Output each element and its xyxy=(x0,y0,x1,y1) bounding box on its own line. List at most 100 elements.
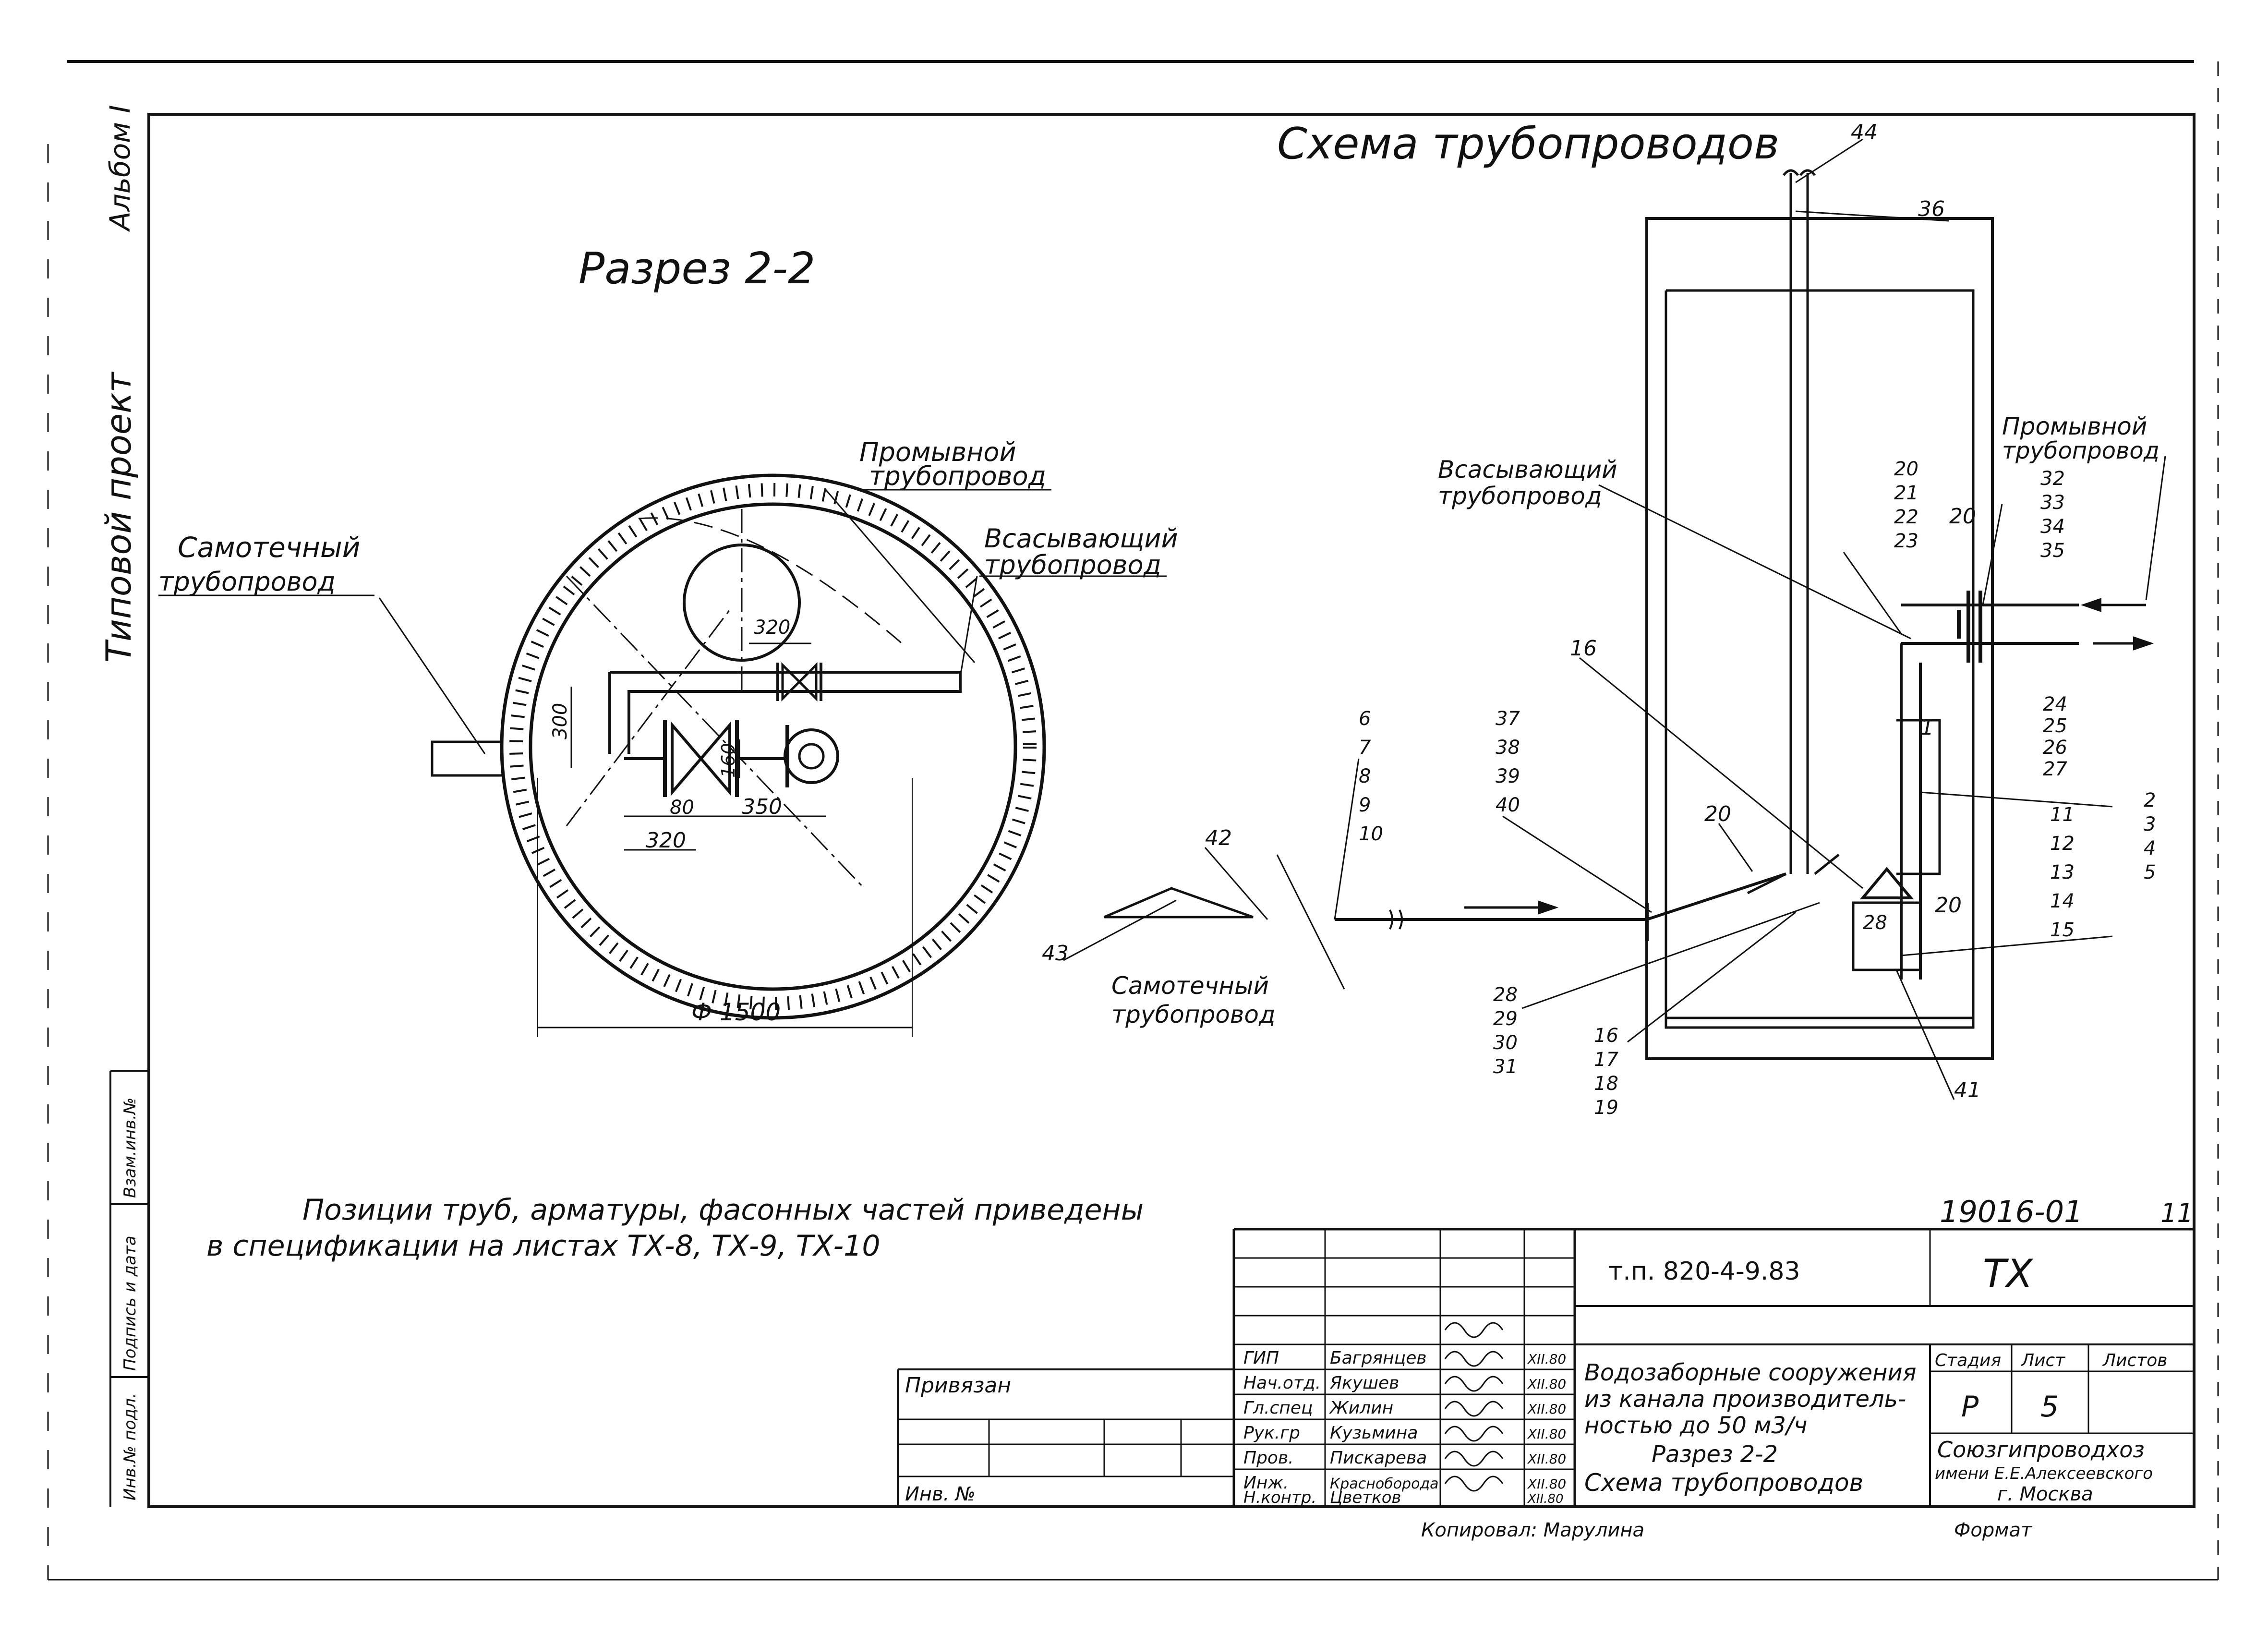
corner-sheet-number: 11 xyxy=(2160,1198,2194,1228)
role-engineer: Инж. xyxy=(1243,1473,1289,1493)
role-group-lead: Рук.гр xyxy=(1243,1423,1300,1443)
pos-14: 14 xyxy=(2050,890,2075,912)
dim-160: 160 xyxy=(718,743,739,778)
pos-27: 27 xyxy=(2043,758,2067,780)
scheme-flush-label-1: Промывной xyxy=(2002,412,2147,440)
name-3: Жилин xyxy=(1329,1398,1393,1418)
stage-value: Р xyxy=(1961,1390,1979,1424)
roles-column: ГИП Нач.отд. Гл.спец Рук.гр Пров. Инж. Н… xyxy=(1243,1348,1321,1507)
pos-7: 7 xyxy=(1359,737,1371,759)
date-4: XII.80 xyxy=(1527,1426,1566,1442)
pos-9: 9 xyxy=(1359,794,1371,816)
pos-42: 42 xyxy=(1205,826,1232,850)
pos-20a: 20 xyxy=(1704,802,1731,826)
format-label: Формат xyxy=(1954,1519,2033,1541)
scheme-suction-label-1: Всасывающий xyxy=(1438,456,1617,484)
pos-15: 15 xyxy=(2050,919,2075,941)
pos-2: 2 xyxy=(2144,789,2156,811)
org-name-3: г. Москва xyxy=(1997,1483,2093,1505)
section-gravity-label-1: Самотечный xyxy=(178,531,360,564)
pos-33: 33 xyxy=(2040,492,2065,514)
role-chief-spec: Гл.спец xyxy=(1243,1398,1313,1418)
date-2: XII.80 xyxy=(1527,1376,1566,1392)
section-gravity-label-2: трубопровод xyxy=(158,567,336,597)
name-4: Кузьмина xyxy=(1330,1423,1418,1443)
object-title-3: ностью до 50 м3/ч xyxy=(1584,1412,1807,1439)
sheet-subtitle-1: Разрез 2-2 xyxy=(1652,1441,1778,1468)
pos-20b: 20 xyxy=(1949,504,1976,529)
pos-32: 32 xyxy=(2040,468,2065,490)
inv-label: Инв. № xyxy=(905,1483,976,1505)
side-box-replace-label: Взам.инв.№ xyxy=(121,1098,140,1198)
scheme-gravity-label-2: трубопровод xyxy=(1111,1001,1276,1028)
pos-23: 23 xyxy=(1894,530,1918,552)
note-line-2: в спецификации на листах ТХ-8, ТХ-9, ТХ-… xyxy=(206,1229,881,1263)
object-title-1: Водозаборные сооружения xyxy=(1584,1359,1917,1386)
scheme-title: Схема трубопроводов xyxy=(1277,119,1779,169)
pos-28: 28 xyxy=(1863,912,1887,934)
pos-3: 3 xyxy=(2144,813,2156,835)
stage-header: Стадия xyxy=(1935,1351,2001,1370)
pos-stack-32: 32 33 34 35 xyxy=(2040,468,2065,562)
dim-320-bottom: 320 xyxy=(646,828,686,853)
date-6: XII.80 xyxy=(1527,1476,1566,1492)
pos-1: 1 xyxy=(1920,715,1934,740)
dim-diameter: Ф 1500 xyxy=(691,998,781,1026)
pos-13: 13 xyxy=(2050,861,2075,883)
project-code: т.п. 820-4-9.83 xyxy=(1608,1257,1800,1286)
pos-41: 41 xyxy=(1954,1078,1981,1102)
sheet-header: Лист xyxy=(2020,1351,2065,1370)
date-5: XII.80 xyxy=(1527,1451,1566,1467)
sheet-value: 5 xyxy=(2040,1390,2059,1424)
pos-4: 4 xyxy=(2144,837,2156,859)
title-block xyxy=(897,1228,2194,1507)
pos-stack-16: 16 17 18 19 xyxy=(1594,1025,1618,1119)
pos-20: 20 xyxy=(1894,458,1918,480)
section-flush-label-1: Промывной xyxy=(859,437,1016,467)
dim-80: 80 xyxy=(670,797,694,819)
dim-320-top: 320 xyxy=(754,617,790,639)
pos-16: 16 xyxy=(1594,1025,1618,1047)
date-1: XII.80 xyxy=(1527,1351,1566,1367)
pos-stack-20: 20 21 22 23 xyxy=(1894,458,1918,552)
name-1: Багрянцев xyxy=(1330,1348,1427,1368)
pos-40: 40 xyxy=(1496,794,1520,816)
note-line-1: Позиции труб, арматуры, фасонных частей … xyxy=(302,1193,1144,1227)
pos-39: 39 xyxy=(1496,765,1520,787)
section-flush-label-2: трубопровод xyxy=(869,461,1046,491)
pos-stack-11: 11 12 13 14 15 xyxy=(2050,804,2075,941)
pos-5: 5 xyxy=(2144,861,2156,883)
scheme-suction-label-2: трубопровод xyxy=(1438,482,1602,510)
dim-350: 350 xyxy=(742,795,782,819)
date-7: XII.80 xyxy=(1527,1492,1564,1506)
scheme-view xyxy=(1063,138,2166,1100)
side-project-label: Типовой проект xyxy=(98,371,139,663)
pos-stack-24: 24 25 26 27 xyxy=(2043,693,2067,780)
role-norm-control: Н.контр. xyxy=(1243,1488,1316,1507)
pos-20c: 20 xyxy=(1935,893,1962,918)
document-mark: ТХ xyxy=(1983,1251,2034,1296)
section-suction-label-1: Всасывающий xyxy=(984,523,1178,554)
copied-by: Копировал: Марулина xyxy=(1421,1519,1644,1541)
scheme-gravity-label-1: Самотечный xyxy=(1111,972,1269,1000)
pos-8: 8 xyxy=(1359,765,1371,787)
side-box-sign-label: Подпись и дата xyxy=(121,1235,140,1371)
dates-column: XII.80 XII.80 XII.80 XII.80 XII.80 XII.8… xyxy=(1527,1351,1566,1506)
pos-12: 12 xyxy=(2050,833,2075,855)
name-7: Цветков xyxy=(1330,1488,1401,1507)
sheet-subtitle-2: Схема трубопроводов xyxy=(1584,1469,1863,1497)
side-album-label: Альбом I xyxy=(104,105,136,232)
pos-stack-28: 28 29 30 31 xyxy=(1493,984,1518,1078)
pos-34: 34 xyxy=(2040,516,2065,538)
pos-43: 43 xyxy=(1042,941,1069,966)
name-2: Якушев xyxy=(1329,1373,1399,1393)
concrete-wall-hatch xyxy=(509,483,1037,1010)
pos-24: 24 xyxy=(2043,693,2067,715)
pos-18: 18 xyxy=(1594,1073,1618,1095)
pos-25: 25 xyxy=(2043,715,2067,737)
pos-16a: 16 xyxy=(1570,636,1597,661)
pos-37: 37 xyxy=(1496,708,1520,730)
pos-29: 29 xyxy=(1493,1008,1518,1030)
pos-11: 11 xyxy=(2050,804,2075,826)
